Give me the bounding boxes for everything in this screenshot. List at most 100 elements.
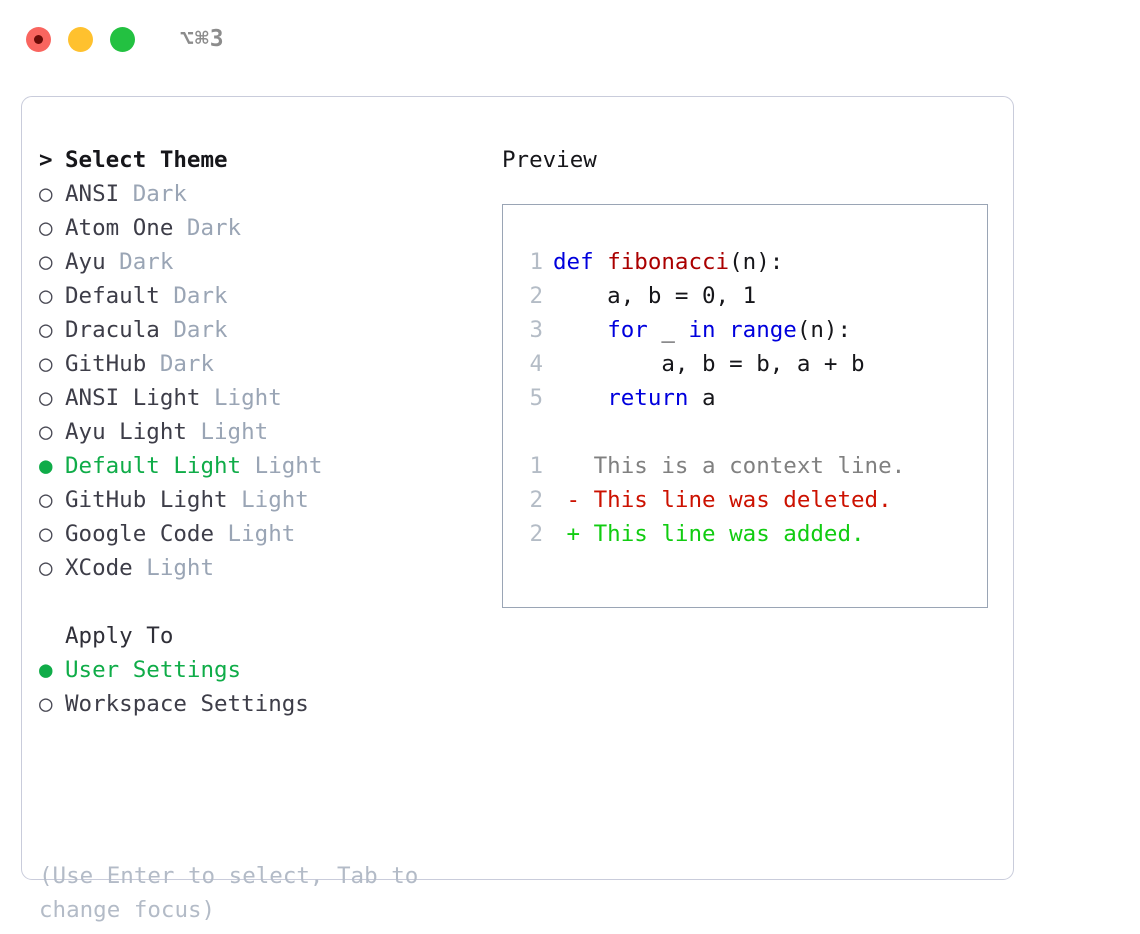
theme-picker-column: >Select Theme ○ANSI Dark○Atom One Dark○A… (39, 143, 499, 721)
radio-unselected-icon: ○ (39, 691, 53, 717)
theme-name: Google Code (65, 521, 215, 547)
line-number: 2 (529, 487, 543, 513)
code-token: a, b = 0, 1 (553, 283, 757, 309)
theme-list-item[interactable]: ○GitHub Dark (39, 347, 499, 381)
code-line: 5 return a (521, 381, 905, 415)
apply-to-option-label: Workspace Settings (65, 691, 309, 717)
code-token: range (729, 317, 797, 343)
theme-name: Atom One (65, 215, 174, 241)
line-number: 2 (529, 283, 543, 309)
theme-variant-badge: Dark (146, 351, 215, 377)
code-line: 3 for _ in range(n): (521, 313, 905, 347)
code-token: return (607, 385, 689, 411)
theme-variant-badge: Dark (119, 181, 187, 207)
code-token (553, 385, 607, 411)
code-token: fibonacci (607, 249, 730, 275)
main-panel: >Select Theme ○ANSI Dark○Atom One Dark○A… (21, 96, 1014, 923)
code-line: 4 a, b = b, a + b (521, 347, 905, 381)
blank-marker-icon: ○ (39, 619, 65, 653)
code-token: for (607, 317, 648, 343)
radio-selected-icon: ● (39, 657, 53, 683)
radio-unselected-icon: ○ (39, 419, 53, 445)
code-line: 2 a, b = 0, 1 (521, 279, 905, 313)
radio-unselected-icon: ○ (39, 487, 53, 513)
radio-selected-icon: ● (39, 453, 53, 479)
theme-name: GitHub (65, 351, 147, 377)
diff-line: 2 - This line was deleted. (521, 483, 905, 517)
code-token: (n): (729, 249, 784, 275)
apply-to-option[interactable]: ● User Settings (39, 653, 499, 687)
diff-text: This is a context line. (553, 453, 906, 479)
theme-list-item[interactable]: ●Default Light Light (39, 449, 499, 483)
radio-unselected-icon: ○ (39, 181, 53, 207)
apply-to-header: ○Apply To (39, 619, 499, 653)
code-token (716, 317, 730, 343)
page-title: Select Theme (65, 147, 228, 173)
line-number: 4 (529, 351, 543, 377)
recording-indicator-icon (34, 34, 43, 44)
radio-unselected-icon: ○ (39, 317, 53, 343)
code-token: a (688, 385, 716, 411)
theme-variant-badge: Dark (173, 215, 242, 241)
theme-name: Default (65, 283, 160, 309)
prompt-caret-icon: > (39, 147, 53, 173)
theme-name: Dracula (65, 317, 160, 343)
theme-variant-badge: Light (214, 521, 296, 547)
theme-variant-badge: Light (241, 453, 323, 479)
theme-list-item[interactable]: ○Ayu Light Light (39, 415, 499, 449)
theme-list-item[interactable]: ○ XCode Light (39, 551, 499, 585)
maximize-button[interactable] (110, 26, 135, 52)
code-token (553, 317, 607, 343)
code-token: def (553, 249, 594, 275)
theme-variant-badge: Dark (159, 283, 228, 309)
radio-unselected-icon: ○ (39, 249, 53, 275)
title-bar: ⌥⌘3 (0, 0, 1140, 78)
theme-variant-badge: Light (132, 555, 215, 581)
code-token: _ (647, 317, 689, 343)
theme-list-item[interactable]: ○Google Code Light (39, 517, 499, 551)
diff-text: + This line was added. (553, 521, 865, 547)
theme-name: ANSI (65, 181, 120, 207)
line-number: 1 (529, 453, 543, 479)
theme-variant-badge: Dark (159, 317, 228, 343)
code-token: a, b = b, a + b (553, 351, 865, 377)
radio-unselected-icon: ○ (39, 555, 53, 581)
apply-to-label: Apply To (65, 623, 174, 649)
diff-text: - This line was deleted. (553, 487, 892, 513)
keyboard-shortcut-label: ⌥⌘3 (180, 26, 225, 52)
theme-list-item[interactable]: ○ Default Dark (39, 279, 499, 313)
preview-title: Preview (502, 147, 597, 173)
keyboard-hint: (Use Enter to select, Tab to change focu… (39, 863, 419, 923)
theme-variant-badge: Light (227, 487, 309, 513)
apply-to-option[interactable]: ○ Workspace Settings (39, 687, 499, 721)
theme-list-item[interactable]: ○ANSI Light Light (39, 381, 499, 415)
theme-list-item[interactable]: ○Ayu Dark (39, 245, 499, 279)
radio-unselected-icon: ○ (39, 283, 53, 309)
radio-unselected-icon: ○ (39, 215, 53, 241)
apply-to-options: ● User Settings ○ Workspace Settings (39, 653, 499, 721)
theme-list-item[interactable]: ○ Dracula Dark (39, 313, 499, 347)
line-number: 3 (529, 317, 543, 343)
theme-name: XCode (65, 555, 133, 581)
code-spacer (521, 415, 905, 449)
theme-variant-badge: Light (200, 385, 282, 411)
theme-list-item[interactable]: ○ Atom One Dark (39, 211, 499, 245)
code-token: (n): (796, 317, 852, 343)
theme-picker-header: > Select Theme (39, 143, 499, 177)
theme-list: ○ANSI Dark○Atom One Dark○Ayu Dark○Defaul… (39, 177, 499, 585)
close-button[interactable] (26, 26, 51, 52)
window-controls (26, 26, 135, 52)
apply-to-option-label: User Settings (65, 657, 242, 683)
diff-line: 1 This is a context line. (521, 449, 905, 483)
theme-list-item[interactable]: ○ GitHub Light Light (39, 483, 499, 517)
theme-name: GitHub Light (65, 487, 228, 513)
code-token: in (688, 317, 716, 343)
theme-variant-badge: Light (186, 419, 269, 445)
line-number: 2 (529, 521, 543, 547)
theme-list-item[interactable]: ○ ANSI Dark (39, 177, 499, 211)
minimize-button[interactable] (68, 26, 93, 52)
